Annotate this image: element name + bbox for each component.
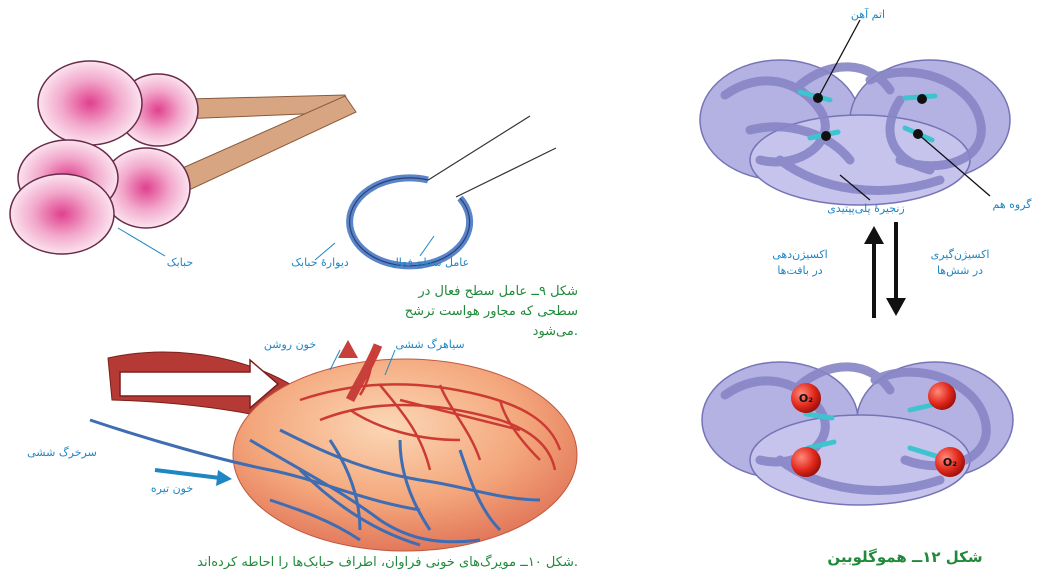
hemoglobin-molecule-deoxy — [700, 60, 1010, 205]
label-oxygen-uptake-1: اکسیژن‌گیری — [931, 248, 990, 261]
label-alveolus: حبابک — [167, 256, 193, 269]
oxygen-molecule — [791, 447, 821, 477]
label-polypeptide-chain: زنجیرهٔ پلی‌پپتیدی — [827, 202, 904, 215]
capillary-figure: خون روشن سیاهرگ ششی سرخرگ ششی خون تیره ش… — [27, 338, 578, 570]
alveolus-wall-line — [456, 148, 556, 197]
figure-9-caption-line1: شکل ۹ــ عامل سطح فعال در — [417, 284, 578, 299]
figure-12-caption: شکل ۱۲ــ هموگلوبین — [827, 548, 982, 566]
figure-9-caption-line3: می‌شود. — [533, 324, 578, 339]
label-oxygen-release-1: اکسیژن‌دهی — [772, 248, 827, 261]
alveolus — [38, 61, 142, 145]
label-oxygenated-blood: خون روشن — [264, 338, 316, 351]
label-pulmonary-vein: سیاهرگ ششی — [395, 338, 464, 351]
oxygen-molecule — [928, 382, 956, 410]
label-oxygen-uptake-2: در شش‌ها — [937, 264, 983, 277]
alveolar-sac — [233, 359, 577, 551]
label-iron-atom: اتم آهن — [851, 7, 885, 21]
o2-label: O₂ — [943, 456, 957, 469]
label-pulmonary-artery: سرخرگ ششی — [27, 446, 97, 459]
figure-10-caption: شکل ۱۰ــ مویرگ‌های خونی فراوان، اطراف حب… — [197, 553, 578, 570]
equilibrium-arrows — [864, 222, 906, 318]
label-surfactant: عامل سطح فعال — [391, 256, 469, 269]
hemoglobin-figure: اتم آهن گروه هم زنجیرهٔ پلی‌پپتیدی اکسیژ… — [700, 7, 1032, 566]
alveoli-figure: حبابک دیوارهٔ حبابک عامل سطح فعال شکل ۹ـ… — [10, 61, 578, 339]
o2-label: O₂ — [799, 392, 813, 405]
label-alveolar-wall: دیوارهٔ حبابک — [291, 256, 349, 269]
alveolus-wall-line — [425, 116, 530, 182]
figure-9-caption-line2: سطحی که مجاور هواست ترشح — [405, 304, 578, 319]
hemoglobin-molecule-oxy: O₂ O₂ — [702, 362, 1013, 505]
alveolus — [10, 174, 114, 254]
label-deoxygenated-blood: خون تیره — [151, 482, 193, 495]
label-heme-group: گروه هم — [993, 198, 1033, 211]
label-oxygen-release-2: در بافت‌ها — [777, 264, 822, 277]
